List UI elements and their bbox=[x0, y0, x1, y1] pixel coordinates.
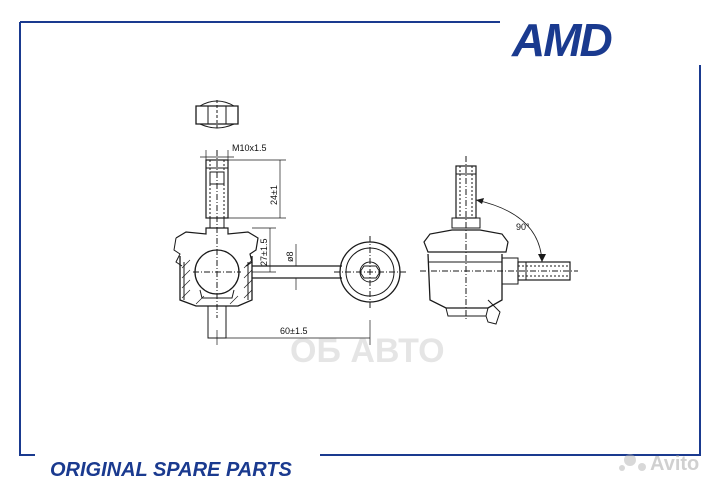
footer-banner: ORIGINAL SPARE PARTS bbox=[50, 459, 293, 481]
footer-text: ORIGINAL SPARE PARTS bbox=[50, 459, 293, 481]
avito-watermark-text: Avito bbox=[650, 453, 699, 475]
frame-border bbox=[19, 21, 701, 456]
dim-thread: M10x1.5 bbox=[232, 143, 267, 153]
nut-icon bbox=[195, 100, 239, 130]
dim-stud-length: 24±1 bbox=[269, 185, 279, 205]
dim-ball-height: 27±1.5 bbox=[259, 239, 269, 266]
dim-angle: 90° bbox=[516, 222, 530, 232]
dim-total-length: 60±1.5 bbox=[280, 326, 307, 336]
dim-ball-diameter: ø8 bbox=[285, 251, 295, 262]
amd-logo: AMD bbox=[511, 14, 614, 66]
dimension-lines bbox=[200, 150, 371, 345]
front-view-assembly bbox=[420, 156, 578, 325]
avito-watermark: Avito bbox=[619, 453, 699, 475]
logo-text: AMD bbox=[511, 14, 612, 66]
side-view-assembly bbox=[173, 100, 406, 345]
